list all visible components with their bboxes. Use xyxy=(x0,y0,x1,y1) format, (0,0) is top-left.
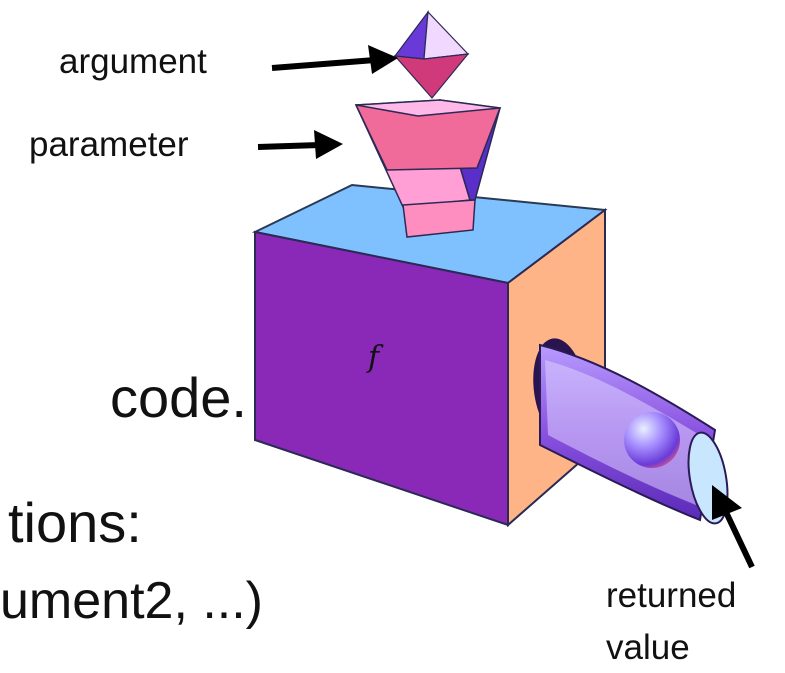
argument-arrow xyxy=(271,45,398,74)
octahedron-bottom xyxy=(393,53,470,99)
returned-value-label-line1: returned xyxy=(606,576,737,615)
function-symbol: f xyxy=(368,340,380,375)
body-text-line-1: code. xyxy=(110,366,247,429)
funnel-top-rim xyxy=(355,99,501,117)
returned-value-ball xyxy=(624,412,680,468)
argument-label: argument xyxy=(59,42,207,81)
body-text-line-2: tions: xyxy=(8,491,142,554)
body-text-line-3: ument2, ...) xyxy=(0,572,263,630)
octahedron-top-left xyxy=(393,9,429,60)
returned-value-label-line2: value xyxy=(606,628,690,667)
parameter-arrow xyxy=(257,130,343,159)
funnel-spout xyxy=(402,199,476,238)
returned-value-arrow xyxy=(712,485,755,569)
box-front-face xyxy=(254,230,509,527)
parameter-label: parameter xyxy=(29,125,189,164)
octahedron-top-right xyxy=(423,10,470,60)
